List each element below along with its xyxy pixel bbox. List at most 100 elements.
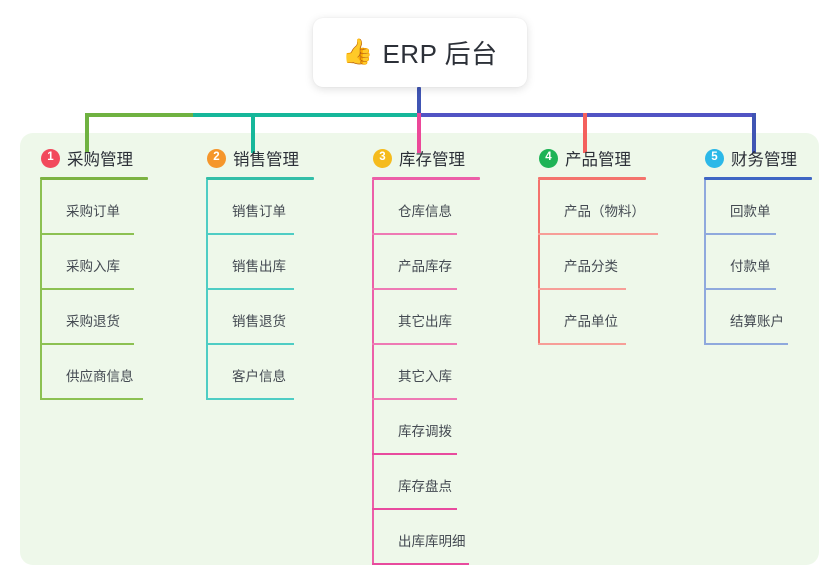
list-item[interactable]: 销售退货 bbox=[206, 290, 361, 345]
item-label: 结算账户 bbox=[730, 313, 784, 329]
branch-column-2: 2 销售管理 销售订单 销售出库 销售退货 客户信息 bbox=[206, 145, 361, 400]
branch-items-5: 回款单 付款单 结算账户 bbox=[704, 180, 824, 345]
branch-column-4: 4 产品管理 产品（物料） 产品分类 产品单位 bbox=[538, 145, 698, 345]
list-item[interactable]: 结算账户 bbox=[704, 290, 824, 345]
branch-badge-5: 5 bbox=[705, 148, 724, 168]
branch-items-1: 采购订单 采购入库 采购退货 供应商信息 bbox=[40, 180, 195, 400]
branch-badge-3: 3 bbox=[373, 148, 392, 168]
item-label: 产品单位 bbox=[564, 313, 618, 329]
branch-spine-1 bbox=[40, 180, 42, 400]
list-item[interactable]: 付款单 bbox=[704, 235, 824, 290]
list-item[interactable]: 采购退货 bbox=[40, 290, 195, 345]
item-rule bbox=[372, 508, 457, 510]
list-item[interactable]: 供应商信息 bbox=[40, 345, 195, 400]
root-node[interactable]: 👍 ERP 后台 bbox=[313, 18, 527, 87]
item-rule bbox=[704, 233, 776, 235]
item-rule bbox=[40, 233, 134, 235]
branch-items-2: 销售订单 销售出库 销售退货 客户信息 bbox=[206, 180, 361, 400]
branch-rule-5 bbox=[704, 177, 812, 180]
list-item[interactable]: 回款单 bbox=[704, 180, 824, 235]
branch-rule-1 bbox=[40, 177, 148, 180]
item-label: 库存盘点 bbox=[398, 478, 452, 494]
branch-header-5[interactable]: 5 财务管理 bbox=[704, 145, 824, 171]
list-item[interactable]: 销售订单 bbox=[206, 180, 361, 235]
drop-connector-1 bbox=[85, 113, 89, 153]
list-item[interactable]: 其它入库 bbox=[372, 345, 527, 400]
branch-header-3[interactable]: 3 库存管理 bbox=[372, 145, 527, 171]
item-label: 其它入库 bbox=[398, 368, 452, 384]
branch-rule-3 bbox=[372, 177, 480, 180]
item-rule bbox=[40, 343, 134, 345]
branch-spine-5 bbox=[704, 180, 706, 345]
item-label: 产品分类 bbox=[564, 258, 618, 274]
item-rule bbox=[538, 288, 626, 290]
branch-title-2: 销售管理 bbox=[233, 151, 299, 169]
branch-column-1: 1 采购管理 采购订单 采购入库 采购退货 供应商信息 bbox=[40, 145, 195, 400]
branch-badge-2: 2 bbox=[207, 148, 226, 168]
drop-connector-5 bbox=[752, 113, 756, 153]
item-rule bbox=[372, 563, 469, 565]
item-label: 其它出库 bbox=[398, 313, 452, 329]
list-item[interactable]: 产品分类 bbox=[538, 235, 698, 290]
branch-items-3: 仓库信息 产品库存 其它出库 其它入库 库存调拨 库存盘点 bbox=[372, 180, 527, 565]
item-rule bbox=[372, 233, 457, 235]
branch-spine-4 bbox=[538, 180, 540, 345]
item-label: 销售出库 bbox=[232, 258, 286, 274]
root-stem-connector bbox=[417, 87, 421, 115]
branch-header-2[interactable]: 2 销售管理 bbox=[206, 145, 361, 171]
list-item[interactable]: 仓库信息 bbox=[372, 180, 527, 235]
item-rule bbox=[538, 343, 626, 345]
list-item[interactable]: 产品（物料） bbox=[538, 180, 698, 235]
item-rule bbox=[372, 288, 457, 290]
item-label: 产品（物料） bbox=[564, 203, 645, 219]
item-label: 仓库信息 bbox=[398, 203, 452, 219]
list-item[interactable]: 库存调拨 bbox=[372, 400, 527, 455]
item-rule bbox=[206, 288, 294, 290]
item-label: 库存调拨 bbox=[398, 423, 452, 439]
branch-badge-1: 1 bbox=[41, 148, 60, 168]
drop-connector-3 bbox=[417, 113, 421, 153]
item-label: 产品库存 bbox=[398, 258, 452, 274]
item-rule bbox=[40, 288, 134, 290]
branch-title-1: 采购管理 bbox=[67, 151, 133, 169]
item-rule bbox=[40, 398, 143, 400]
list-item[interactable]: 其它出库 bbox=[372, 290, 527, 345]
item-rule bbox=[704, 343, 788, 345]
branch-badge-4: 4 bbox=[539, 148, 558, 168]
list-item[interactable]: 客户信息 bbox=[206, 345, 361, 400]
item-label: 销售退货 bbox=[232, 313, 286, 329]
item-label: 采购订单 bbox=[66, 203, 120, 219]
item-label: 供应商信息 bbox=[66, 368, 134, 384]
item-label: 采购退货 bbox=[66, 313, 120, 329]
bus-segment-green bbox=[85, 113, 195, 117]
list-item[interactable]: 销售出库 bbox=[206, 235, 361, 290]
branch-column-3: 3 库存管理 仓库信息 产品库存 其它出库 其它入库 库存调拨 bbox=[372, 145, 527, 565]
item-label: 客户信息 bbox=[232, 368, 286, 384]
branch-header-4[interactable]: 4 产品管理 bbox=[538, 145, 698, 171]
bus-segment-teal bbox=[193, 113, 421, 117]
list-item[interactable]: 采购订单 bbox=[40, 180, 195, 235]
branch-title-4: 产品管理 bbox=[565, 151, 631, 169]
item-label: 回款单 bbox=[730, 203, 771, 219]
branch-header-1[interactable]: 1 采购管理 bbox=[40, 145, 195, 171]
item-rule bbox=[372, 343, 457, 345]
drop-connector-4 bbox=[583, 113, 587, 153]
thumbs-up-icon: 👍 bbox=[342, 38, 374, 66]
list-item[interactable]: 出库库明细 bbox=[372, 510, 527, 565]
item-label: 出库库明细 bbox=[398, 533, 466, 549]
list-item[interactable]: 库存盘点 bbox=[372, 455, 527, 510]
branch-column-5: 5 财务管理 回款单 付款单 结算账户 bbox=[704, 145, 824, 345]
branch-title-5: 财务管理 bbox=[731, 151, 797, 169]
branch-rule-2 bbox=[206, 177, 314, 180]
list-item[interactable]: 产品库存 bbox=[372, 235, 527, 290]
item-rule bbox=[206, 343, 294, 345]
item-label: 采购入库 bbox=[66, 258, 120, 274]
diagram-panel bbox=[20, 133, 819, 565]
branch-spine-2 bbox=[206, 180, 208, 400]
list-item[interactable]: 采购入库 bbox=[40, 235, 195, 290]
item-rule bbox=[704, 288, 776, 290]
list-item[interactable]: 产品单位 bbox=[538, 290, 698, 345]
item-label: 付款单 bbox=[730, 258, 771, 274]
item-rule bbox=[372, 398, 457, 400]
